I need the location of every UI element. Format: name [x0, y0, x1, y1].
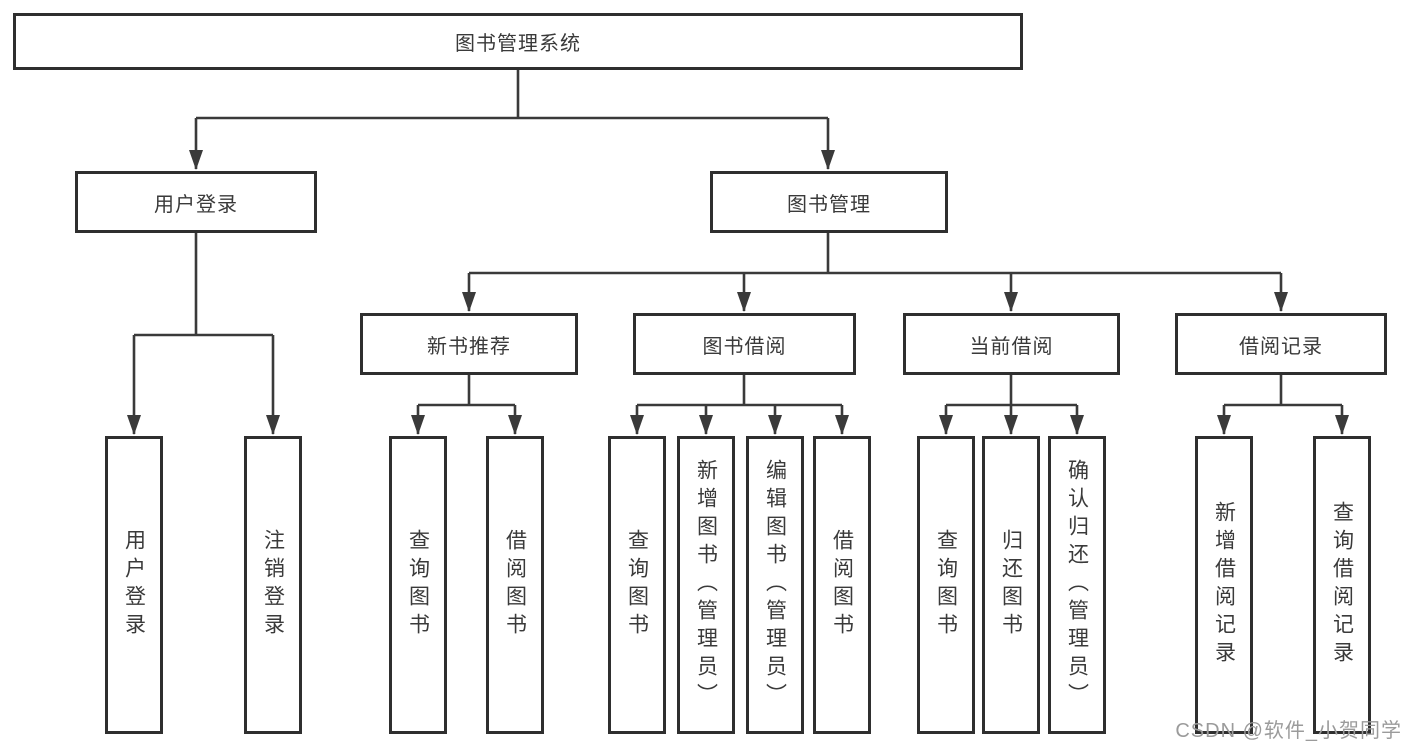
node-label: 查询图书: [406, 529, 430, 641]
node-label: 新书推荐: [427, 335, 511, 358]
leaf-borrow-books: 借阅图书: [813, 436, 871, 734]
node-book-management: 图书管理: [710, 171, 948, 233]
leaf-user-login: 用户登录: [105, 436, 163, 734]
node-label: 查询图书: [934, 529, 958, 641]
node-book-borrow: 图书借阅: [633, 313, 856, 375]
node-user-login: 用户登录: [75, 171, 317, 233]
node-label: 图书管理: [787, 193, 871, 216]
leaf-return-books: 归还图书: [982, 436, 1040, 734]
leaf-confirm-return-admin: 确认归还（管理员）: [1048, 436, 1106, 734]
leaf-add-books-admin: 新增图书（管理员）: [677, 436, 735, 734]
node-label: 注销登录: [261, 529, 285, 641]
node-label: 编辑图书（管理员）: [763, 459, 787, 711]
node-label: 借阅图书: [830, 529, 854, 641]
node-label: 新增图书（管理员）: [694, 459, 718, 711]
node-label: 图书借阅: [702, 335, 787, 358]
leaf-add-borrow-record: 新增借阅记录: [1195, 436, 1253, 734]
node-current-borrow: 当前借阅: [903, 313, 1120, 375]
node-label: 查询借阅记录: [1330, 501, 1354, 669]
csdn-watermark: CSDN @软件_小贺同学: [1175, 720, 1402, 742]
leaf-query-books-recommend: 查询图书: [389, 436, 447, 734]
leaf-query-books: 查询图书: [608, 436, 666, 734]
node-label: 用户登录: [122, 529, 146, 641]
node-label: 借阅图书: [503, 529, 527, 641]
node-library-management-system: 图书管理系统: [13, 13, 1023, 70]
node-label: 新增借阅记录: [1212, 501, 1236, 669]
leaf-borrow-books-recommend: 借阅图书: [486, 436, 544, 734]
node-label: 图书管理系统: [455, 33, 581, 55]
node-label: 借阅记录: [1239, 335, 1323, 358]
node-label: 当前借阅: [969, 335, 1054, 358]
leaf-query-books-current: 查询图书: [917, 436, 975, 734]
node-new-book-recommend: 新书推荐: [360, 313, 578, 375]
node-label: 用户登录: [154, 193, 238, 216]
node-label: 归还图书: [999, 529, 1023, 641]
leaf-query-borrow-record: 查询借阅记录: [1313, 436, 1371, 734]
node-label: 查询图书: [625, 529, 649, 641]
node-borrow-records: 借阅记录: [1175, 313, 1387, 375]
node-label: 确认归还（管理员）: [1065, 459, 1089, 711]
leaf-logout: 注销登录: [244, 436, 302, 734]
leaf-edit-books-admin: 编辑图书（管理员）: [746, 436, 804, 734]
